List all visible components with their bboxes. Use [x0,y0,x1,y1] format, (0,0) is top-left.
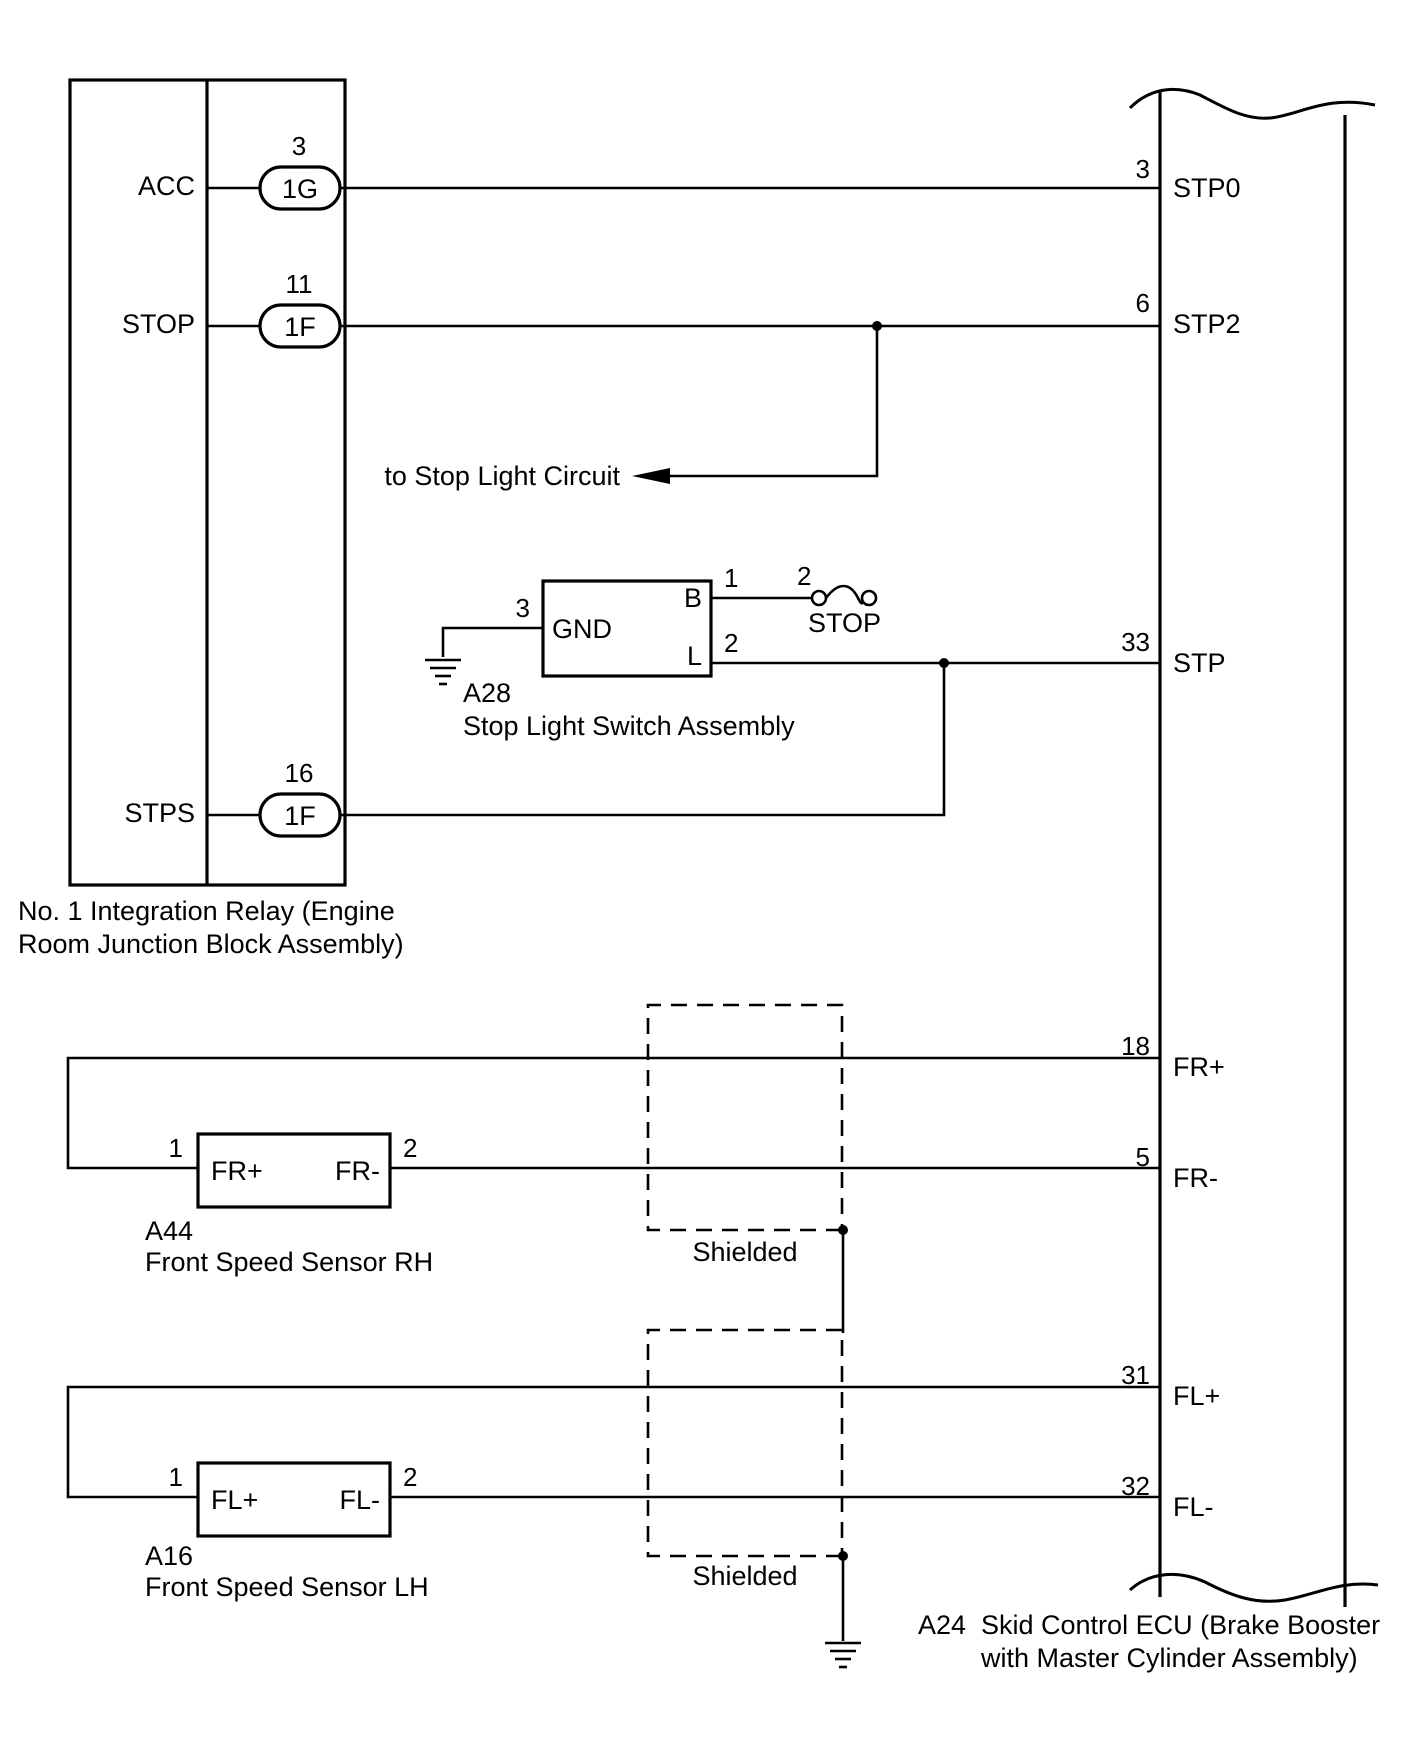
shield-lh-junction [838,1551,848,1561]
integration-relay-caption-1: No. 1 Integration Relay (Engine [18,896,395,926]
ecu-bottom-break-line [1128,1572,1379,1603]
sensor-lh-terminal-1: FL+ [211,1485,258,1515]
shield-rh [646,1003,844,1232]
sensor-rh-terminal-2: FR- [335,1156,380,1186]
ecu-caption-1: Skid Control ECU (Brake Booster [981,1610,1380,1640]
ecu-pin-fr-minus: 5 [1136,1142,1150,1172]
shield-lh-label: Shielded [692,1561,797,1591]
shield-lh [646,1328,844,1558]
fuse-stop-label: STOP [808,608,881,638]
wire-to-stop-light [670,326,879,478]
ecu-terminal-fl-plus: FL+ [1173,1381,1220,1411]
shield-rh-label: Shielded [692,1237,797,1267]
shield-rh-junction [838,1225,848,1235]
stop-light-switch: GND B L 3 1 2 2 STOP A28 Stop Light Swit… [425,561,881,741]
relay-pin-stps: 16 [285,758,314,788]
ecu-terminal-stp0: STP0 [1173,173,1241,203]
integration-relay: ACC 3 1G STOP 11 1F STPS 16 1F No. 1 Int… [18,78,404,959]
relay-pin-stop: 11 [286,269,313,299]
ecu-pin-stp0: 3 [1136,154,1150,184]
wire-fl-plus [66,1385,1160,1499]
sensor-lh-pin-1: 1 [169,1462,183,1492]
relay-terminal-acc: ACC [138,171,195,201]
wire-stps [340,663,946,817]
switch-pin-b: 1 [724,563,738,593]
ecu-terminal-fr-minus: FR- [1173,1163,1218,1193]
switch-code: A28 [463,678,511,708]
relay-terminal-stop: STOP [122,309,195,339]
switch-name: Stop Light Switch Assembly [463,711,795,741]
sensor-rh-pin-1: 1 [169,1133,183,1163]
shields: Shielded Shielded [646,1003,861,1669]
sensor-rh-terminal-1: FR+ [211,1156,263,1186]
relay-terminal-stps: STPS [124,798,195,828]
skid-control-ecu: 3 STP0 6 STP2 33 STP 18 FR+ 5 FR- 31 FL+… [918,87,1380,1673]
ecu-pin-stp: 33 [1121,627,1150,657]
ecu-terminal-stp2: STP2 [1173,309,1241,339]
sensor-rh-pin-2: 2 [403,1133,417,1163]
switch-pin-gnd: 3 [516,593,530,623]
sensor-rh-code: A44 [145,1216,193,1246]
front-speed-sensor-lh: FL+ FL- 1 2 A16 Front Speed Sensor LH [66,1385,1160,1602]
sensor-lh-terminal-2: FL- [340,1485,381,1515]
ecu-pin-stp2: 6 [1136,288,1150,318]
switch-terminal-b: B [684,583,702,613]
fuse-pin: 2 [797,561,811,591]
arrow-left-icon [632,468,670,484]
ecu-pin-fl-plus: 31 [1121,1360,1150,1390]
connector-1f-stop-label: 1F [284,312,316,342]
sensor-rh-body [196,1132,392,1209]
integration-relay-caption-2: Room Junction Block Assembly) [18,929,404,959]
front-speed-sensor-rh: FR+ FR- 1 2 A44 Front Speed Sensor RH [66,1056,1160,1277]
connector-1f-stps-label: 1F [284,801,316,831]
sensor-rh-name: Front Speed Sensor RH [145,1247,433,1277]
connector-1g-label: 1G [282,174,318,204]
sensor-lh-name: Front Speed Sensor LH [145,1572,429,1602]
ecu-terminal-fr-plus: FR+ [1173,1052,1225,1082]
sensor-lh-pin-2: 2 [403,1462,417,1492]
ground-icon [825,1641,861,1669]
ground-icon [425,658,461,686]
stop-light-switch-body [541,579,713,678]
ecu-terminal-fl-minus: FL- [1173,1492,1214,1522]
wire-fr-plus [66,1056,1160,1170]
switch-terminal-l: L [687,641,702,671]
to-stop-light-circuit: to Stop Light Circuit [384,461,620,491]
sensor-lh-code: A16 [145,1541,193,1571]
switch-terminal-gnd: GND [552,614,612,644]
sensor-lh-body [196,1461,392,1538]
ecu-caption-2: with Master Cylinder Assembly) [980,1643,1358,1673]
ecu-code: A24 [918,1610,966,1640]
ecu-top-break-line [1128,87,1376,120]
ecu-terminal-stp: STP [1173,648,1226,678]
ecu-pin-fr-plus: 18 [1121,1031,1150,1061]
fuse-icon [810,584,878,607]
switch-pin-l: 2 [724,628,738,658]
relay-pin-acc: 3 [292,131,306,161]
wires: to Stop Light Circuit [340,186,1160,817]
